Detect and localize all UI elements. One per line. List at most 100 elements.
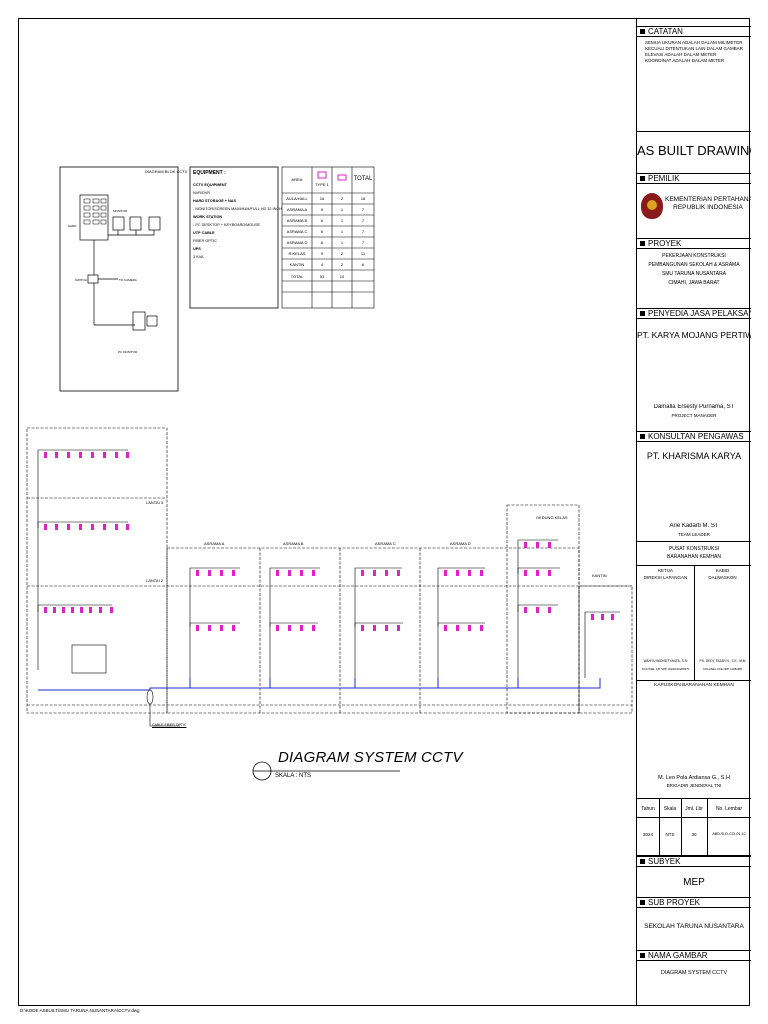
table-cell: AULA/HALL [286,196,308,201]
ketua-line2: DIREKSI LAPANGAN [643,575,688,580]
square-bullet-icon [640,311,645,316]
label-asrama-d: ASRAMA D [450,541,471,546]
konsultan-role: TEAM LEADER [678,532,710,537]
table-cell: 7 [361,240,365,245]
label-gedung-kelas: GEDUNG KELAS [536,515,568,520]
square-bullet-icon [640,953,645,958]
konsultan-label: KONSULTAN PENGAWAS [648,432,744,441]
proyek-header: PROYEK [637,238,751,249]
table-cell: ASRAMA D [286,240,308,245]
table-cell: 1 [340,207,344,212]
sign1-rank: KOLONEL CZI NRP 11920019280370 [641,667,690,671]
svg-text:PC MONITOR: PC MONITOR [118,350,138,354]
pemilik-line2: REPUBLIK INDONESIA [673,204,743,211]
divider [637,680,751,681]
proyek-line: SMU TARUNA NUSANTARA [661,271,727,277]
proyek-line: PEMBANGUNAN SEKOLAH & ASRAMA [648,262,740,268]
nama-gambar-header: NAMA GAMBAR [637,950,751,961]
table-header-area: AREA [291,177,303,182]
meta-header-skala: Skala [663,806,677,812]
table-cell: 7 [361,207,365,212]
square-bullet-icon [640,29,645,34]
meta-value-no: ABD-SLD-CCI-01-10 [712,832,746,836]
square-bullet-icon [640,241,645,246]
catatan-header: CATATAN [637,26,751,37]
note-2: KECUALI DITENTUKAN LAIN DALAM GAMBAR [645,46,744,51]
kabid-line1: KABID [715,568,730,573]
equipment-item: NVR/DVR [193,191,211,195]
table-cell: 2 [340,262,344,267]
label-lantai-2: LANTAI 2 [146,578,164,583]
note-1: SEMUA UKURAN ADALAH DALAM MILIMETER [645,40,743,45]
table-cell: 9 [320,251,324,256]
table-cell: 7 [361,218,365,223]
subyek-header: SUBYEK [637,856,751,867]
block-diagram: DIAGRAM BLOK CCTV MONITOR HARD SWITCH TO… [59,166,188,392]
ketua-line1: KETUA [657,568,673,573]
square-bullet-icon [640,859,645,864]
table-cell: 7 [361,229,365,234]
cctv-diagram-drawing: DIAGRAM BLOK CCTV MONITOR HARD SWITCH TO… [26,166,633,781]
diagram-scale: SKALA : NTS [275,773,312,779]
equipment-item: - MONITOR/SCREEN MAXIMUM/FULL HD 32 INCH [193,207,282,211]
label-asrama-a: ASRAMA A [204,541,225,546]
nama-gambar-label: NAMA GAMBAR [648,951,708,960]
catatan-label: CATATAN [648,27,683,36]
diagram-title-symbol [252,761,400,781]
konsultan-company: PT. KHARISMA KARYA [646,451,742,461]
cable-leader [146,689,180,727]
kapuskon-rank: BRIGADIR JENDERAL TNI [666,783,722,788]
sign2-name: P.K. DEDY FAJAR N., S.E., M.M [699,659,746,663]
konsultan-person: Arie Kadarti M. ST [669,523,719,529]
table-cell: R.KELAS [288,251,306,256]
meta-header-no: No. Lembar [715,806,743,812]
meta-value-tahun: 2024 [642,832,653,837]
label-asrama-b: ASRAMA B [283,541,304,546]
note-4: KOORDINAT ADALAH DALAM METER [645,58,725,63]
file-path: D:\KODE ASBUILT\SMU TARUNA NUSANTARA\CCT… [20,1008,140,1013]
label-lantai-3: LANTAI 3 [146,500,164,505]
svg-text:HARD: HARD [68,224,77,228]
equipment-item: - PC DESKTOP + KEYBOARD/MOUSE [193,223,261,227]
kabid-line2: DALWASKON [708,575,737,580]
table-cell: 1 [340,240,344,245]
divider [694,565,695,680]
label-kantin: KANTIN [592,573,607,578]
table-cell: 10 [339,274,345,279]
table-cell: 6 [320,207,324,212]
title-block: CATATAN SEMUA UKURAN ADALAH DALAM MILIME… [636,18,751,1006]
table-cell: 53 [319,274,325,279]
proyek-line: PEKERJAAN KONSTRUKSI [662,253,726,259]
table-cell: KANTIN [289,262,305,267]
label-cable: CABLE FIBER OPTIC [152,723,187,727]
camera-bus-lines [37,449,620,678]
table-cell: 6 [320,240,324,245]
table-cell: ASRAMA A [286,207,308,212]
meta-header-jml: Jml. Lbr [685,806,703,812]
fiber-optic-cable [38,678,601,691]
table-cell: 6 [320,218,324,223]
proyek-label: PROYEK [648,239,682,248]
kemhan-emblem-icon [641,193,663,219]
equipment-item: 3 KVA [193,255,204,259]
camera-markers [44,452,614,631]
square-bullet-icon [640,900,645,905]
equipment-item: FIBER OPTIC [193,239,217,243]
pusat-line2: BARANAHAN KEMHAN [667,554,721,560]
equipment-list: CCTV EQUIPMENT NVR/DVR HARD STORAGE + NA… [193,181,282,261]
pusat-line1: PUSAT KONSTRUKSI [668,546,720,552]
penyedia-person: Damalla Ersesty Purnama, ST [653,404,735,410]
table-cell: 1 [340,218,344,223]
sub-proyek-value: SEKOLAH TARUNA NUSANTARA [644,923,744,930]
meta-value-skala: NTS [665,832,675,837]
kapuskon-label: KAPUSKON BARANAHAN KEMHAN [654,683,734,688]
table-cell: 1 [340,229,344,234]
building-outlines [26,427,633,714]
meta-table: Tahun Skala Jml. Lbr No. Lembar 2024 NTS… [637,798,751,856]
equipment-header: EQUIPMENT : [193,170,226,176]
subyek-value: MEP [683,877,705,888]
table-header-type1: TYPE 1 [315,182,329,187]
subyek-label: SUBYEK [648,857,681,866]
svg-text:SWITCH: SWITCH [75,278,87,282]
table-cell: ASRAMA C [286,229,308,234]
